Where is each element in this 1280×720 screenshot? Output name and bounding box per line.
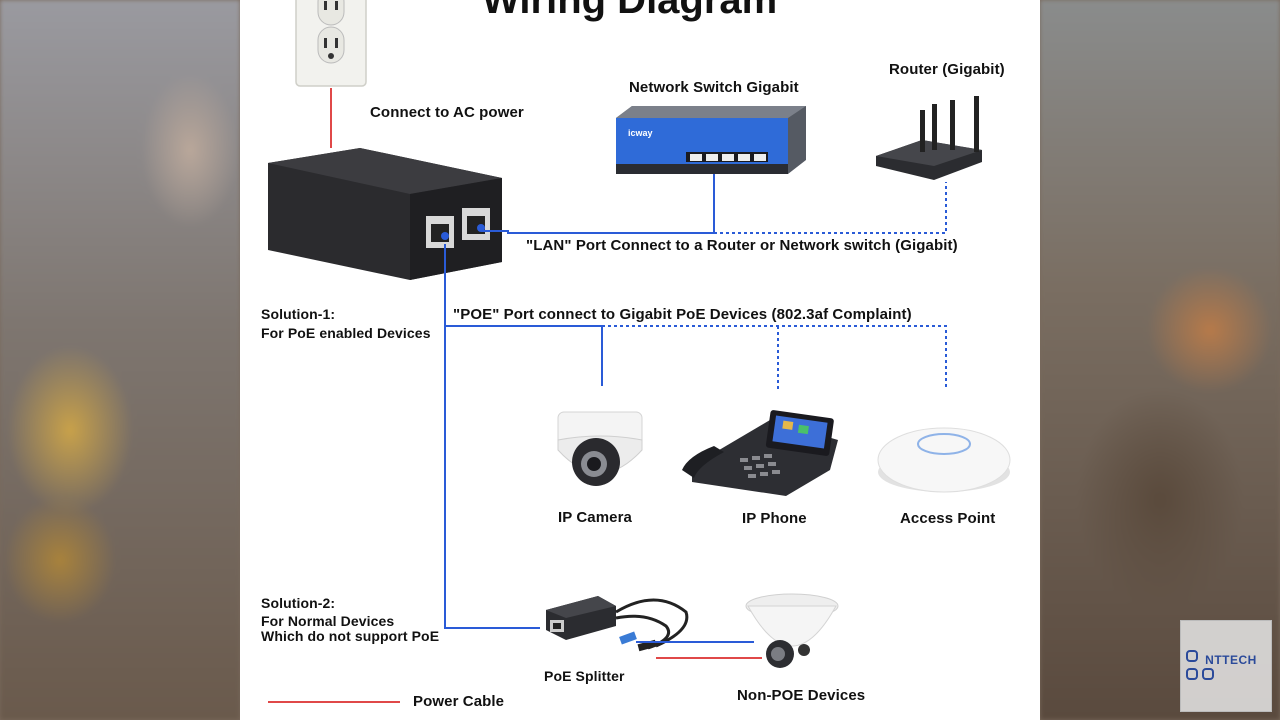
switch-label: Network Switch Gigabit xyxy=(629,79,799,96)
lan-cable-router xyxy=(714,182,947,234)
blurred-background-left xyxy=(0,0,240,720)
diagram-canvas: icway xyxy=(268,0,1011,703)
legend-power-label: Power Cable xyxy=(413,693,505,710)
router-icon xyxy=(876,96,982,180)
non-poe-label: Non-POE Devices xyxy=(737,687,866,704)
ip-camera-icon xyxy=(557,411,643,486)
watermark-text: NTTECH xyxy=(1205,653,1257,667)
poe-port-label: "POE" Port connect to Gigabit PoE Device… xyxy=(453,306,912,323)
poe-splitter-label: PoE Splitter xyxy=(544,668,625,684)
ip-phone-icon xyxy=(682,410,838,496)
ip-camera-label: IP Camera xyxy=(558,509,633,526)
access-point-icon xyxy=(877,427,1011,493)
blurred-background-right xyxy=(1040,0,1280,720)
solution1-desc: For PoE enabled Devices xyxy=(261,325,431,341)
poe-cable-phone-ap xyxy=(602,325,947,390)
access-point-label: Access Point xyxy=(900,510,996,527)
watermark-rings-icon xyxy=(1186,650,1214,680)
solution2-line1: For Normal Devices xyxy=(261,613,395,629)
non-poe-camera-icon xyxy=(745,593,839,668)
ac-power-label: Connect to AC power xyxy=(370,104,524,121)
watermark-logo: NTTECH xyxy=(1180,620,1272,712)
router-label: Router (Gigabit) xyxy=(889,61,1005,78)
solution2-line2: Which do not support PoE xyxy=(261,628,440,644)
wiring-diagram-panel: icway xyxy=(240,0,1040,720)
solution2-title: Solution-2: xyxy=(261,595,336,611)
poe-cable-camera xyxy=(445,325,603,386)
ac-outlet-icon xyxy=(295,0,367,87)
poe-injector-icon xyxy=(268,148,502,280)
lan-cable-switch xyxy=(481,170,715,234)
switch-brand-label: icway xyxy=(628,128,653,138)
solution1-title: Solution-1: xyxy=(261,306,336,322)
poe-splitter-icon xyxy=(546,596,689,652)
diagram-title: Wiring Diagram xyxy=(482,0,778,22)
network-switch-icon: icway xyxy=(616,106,806,174)
lan-port-label: "LAN" Port Connect to a Router or Networ… xyxy=(526,237,958,254)
poe-cable-trunk xyxy=(444,244,540,629)
ip-phone-label: IP Phone xyxy=(742,510,807,527)
